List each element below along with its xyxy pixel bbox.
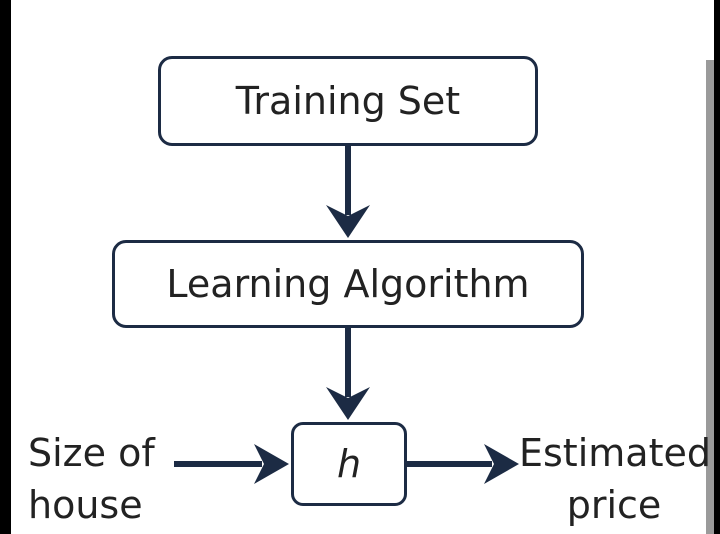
learning-algorithm-label: Learning Algorithm [166,262,530,306]
input-label: Size of house [28,427,155,531]
input-label-line2: house [28,483,143,527]
hypothesis-box: h [291,422,407,506]
output-label: Estimated price [519,427,711,531]
input-label-line1: Size of [28,431,155,475]
learning-algorithm-box: Learning Algorithm [112,240,584,328]
training-set-box: Training Set [158,56,538,146]
hypothesis-label: h [336,442,362,486]
output-label-line1: Estimated [519,431,711,475]
output-label-line2: price [566,483,662,527]
left-frame-border [0,0,11,534]
training-set-label: Training Set [235,79,461,123]
right-edge-strip [706,60,714,534]
right-frame-border [714,0,720,534]
